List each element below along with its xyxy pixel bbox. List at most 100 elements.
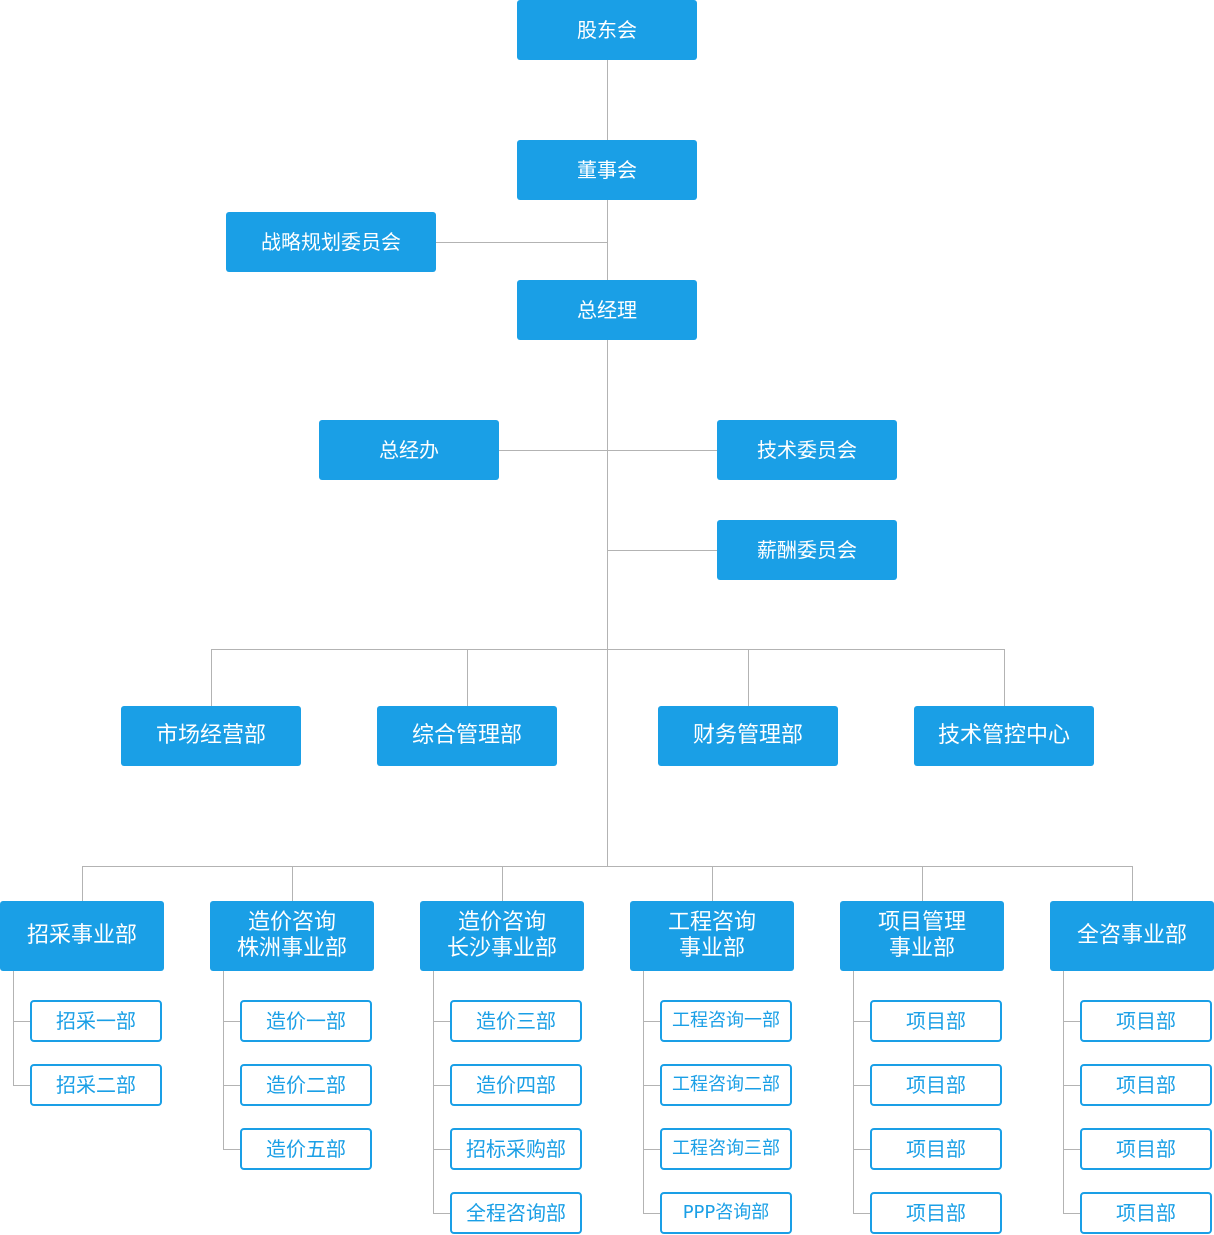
connector-sub-tick — [13, 1085, 30, 1086]
connector-sub-tick — [13, 1021, 30, 1022]
node-label: 工程咨询二部 — [672, 1074, 780, 1095]
node-label: 造价四部 — [476, 1073, 556, 1097]
node-label: 项目部 — [1116, 1201, 1176, 1225]
node-label: 综合管理部 — [411, 723, 522, 748]
node-label: 全程咨询部 — [466, 1201, 566, 1225]
node-sub-department: 工程咨询一部 — [660, 1000, 792, 1042]
node-label: 招标采购部 — [466, 1137, 566, 1161]
node-sub-department: 项目部 — [870, 1000, 1002, 1042]
connector-functional-drop — [1004, 649, 1005, 706]
node-salary-committee: 薪酬委员会 — [717, 520, 897, 580]
node-sub-department: 造价一部 — [240, 1000, 372, 1042]
node-sub-department: 项目部 — [1080, 1064, 1212, 1106]
node-sub-department: 项目部 — [1080, 1128, 1212, 1170]
node-label: 市场经营部 — [155, 723, 266, 748]
node-label: 项目部 — [906, 1137, 966, 1161]
connector-gm-office-tech — [499, 450, 717, 451]
node-functional-dept: 综合管理部 — [377, 706, 557, 766]
node-gm-office: 总经办 — [319, 420, 499, 480]
node-label: 薪酬委员会 — [757, 538, 857, 562]
connector-functional-drop — [211, 649, 212, 706]
connector-sub-tick — [853, 1149, 870, 1150]
node-sub-department: 造价三部 — [450, 1000, 582, 1042]
node-sub-department: PPP咨询部 — [660, 1192, 792, 1234]
node-business-division: 招采事业部 — [0, 901, 164, 971]
node-label: 工程咨询一部 — [672, 1010, 780, 1031]
connector-functional-drop — [467, 649, 468, 706]
node-business-division: 工程咨询 事业部 — [630, 901, 794, 971]
connector-functional-drop — [748, 649, 749, 706]
node-sub-department: 招采二部 — [30, 1064, 162, 1106]
node-functional-dept: 财务管理部 — [658, 706, 838, 766]
connector-sub-tick — [223, 1021, 240, 1022]
connector-sub-spine — [223, 971, 224, 1149]
connector-sub-tick — [1063, 1085, 1080, 1086]
node-label: 造价五部 — [266, 1137, 346, 1161]
node-sub-department: 造价五部 — [240, 1128, 372, 1170]
connector-sub-tick — [223, 1149, 240, 1150]
node-board: 董事会 — [517, 140, 697, 200]
connector-sub-tick — [433, 1213, 450, 1214]
node-label: 招采事业部 — [26, 923, 137, 948]
node-label: 股东会 — [577, 18, 637, 42]
node-tech-committee: 技术委员会 — [717, 420, 897, 480]
node-label: 技术委员会 — [757, 438, 857, 462]
node-sub-department: 项目部 — [870, 1128, 1002, 1170]
connector-sub-tick — [643, 1213, 660, 1214]
node-label: 项目部 — [906, 1073, 966, 1097]
node-label: 项目部 — [1116, 1073, 1176, 1097]
node-business-division: 项目管理 事业部 — [840, 901, 1004, 971]
node-business-division: 全咨事业部 — [1050, 901, 1214, 971]
connector-division-bus — [82, 866, 1133, 867]
connector-sub-tick — [853, 1213, 870, 1214]
connector-sub-tick — [433, 1149, 450, 1150]
connector-sub-tick — [1063, 1021, 1080, 1022]
node-sub-department: 招标采购部 — [450, 1128, 582, 1170]
connector-sub-spine — [433, 971, 434, 1213]
node-label: 招采二部 — [56, 1073, 136, 1097]
connector-division-drop — [1132, 866, 1133, 901]
node-sub-department: 工程咨询三部 — [660, 1128, 792, 1170]
connector-sub-tick — [643, 1085, 660, 1086]
node-shareholders: 股东会 — [517, 0, 697, 60]
node-label: 造价二部 — [266, 1073, 346, 1097]
connector-division-drop — [712, 866, 713, 901]
connector-sub-tick — [1063, 1213, 1080, 1214]
connector-sub-tick — [853, 1021, 870, 1022]
node-strategy-committee: 战略规划委员会 — [226, 212, 436, 272]
node-label: 项目管理 事业部 — [877, 910, 966, 961]
node-sub-department: 造价二部 — [240, 1064, 372, 1106]
node-sub-department: 项目部 — [870, 1064, 1002, 1106]
node-label: 造价咨询 长沙事业部 — [446, 910, 557, 961]
node-sub-department: 工程咨询二部 — [660, 1064, 792, 1106]
connector-sub-tick — [643, 1149, 660, 1150]
connector-division-drop — [292, 866, 293, 901]
connector-sub-tick — [1063, 1149, 1080, 1150]
node-label: 项目部 — [1116, 1137, 1176, 1161]
connector-sub-tick — [643, 1021, 660, 1022]
connector-sub-spine — [13, 971, 14, 1085]
node-general-manager: 总经理 — [517, 280, 697, 340]
node-label: 造价三部 — [476, 1009, 556, 1033]
node-label: 工程咨询 事业部 — [667, 910, 756, 961]
connector-sub-spine — [1063, 971, 1064, 1213]
node-label: 项目部 — [1116, 1009, 1176, 1033]
connector-sub-tick — [433, 1021, 450, 1022]
node-label: 技术管控中心 — [937, 723, 1070, 748]
node-label: 总经理 — [577, 298, 637, 322]
node-label: 财务管理部 — [692, 723, 803, 748]
connector-functional-bus — [211, 649, 1005, 650]
connector-sub-tick — [433, 1085, 450, 1086]
connector-division-drop — [922, 866, 923, 901]
node-label: 项目部 — [906, 1201, 966, 1225]
node-label: 战略规划委员会 — [261, 230, 401, 254]
node-label: 造价一部 — [266, 1009, 346, 1033]
node-sub-department: 项目部 — [870, 1192, 1002, 1234]
connector-trunk — [607, 60, 608, 866]
node-label: 造价咨询 株洲事业部 — [236, 910, 347, 961]
node-label: 项目部 — [906, 1009, 966, 1033]
node-sub-department: 项目部 — [1080, 1192, 1212, 1234]
node-business-division: 造价咨询 长沙事业部 — [420, 901, 584, 971]
node-label: PPP咨询部 — [682, 1202, 770, 1223]
